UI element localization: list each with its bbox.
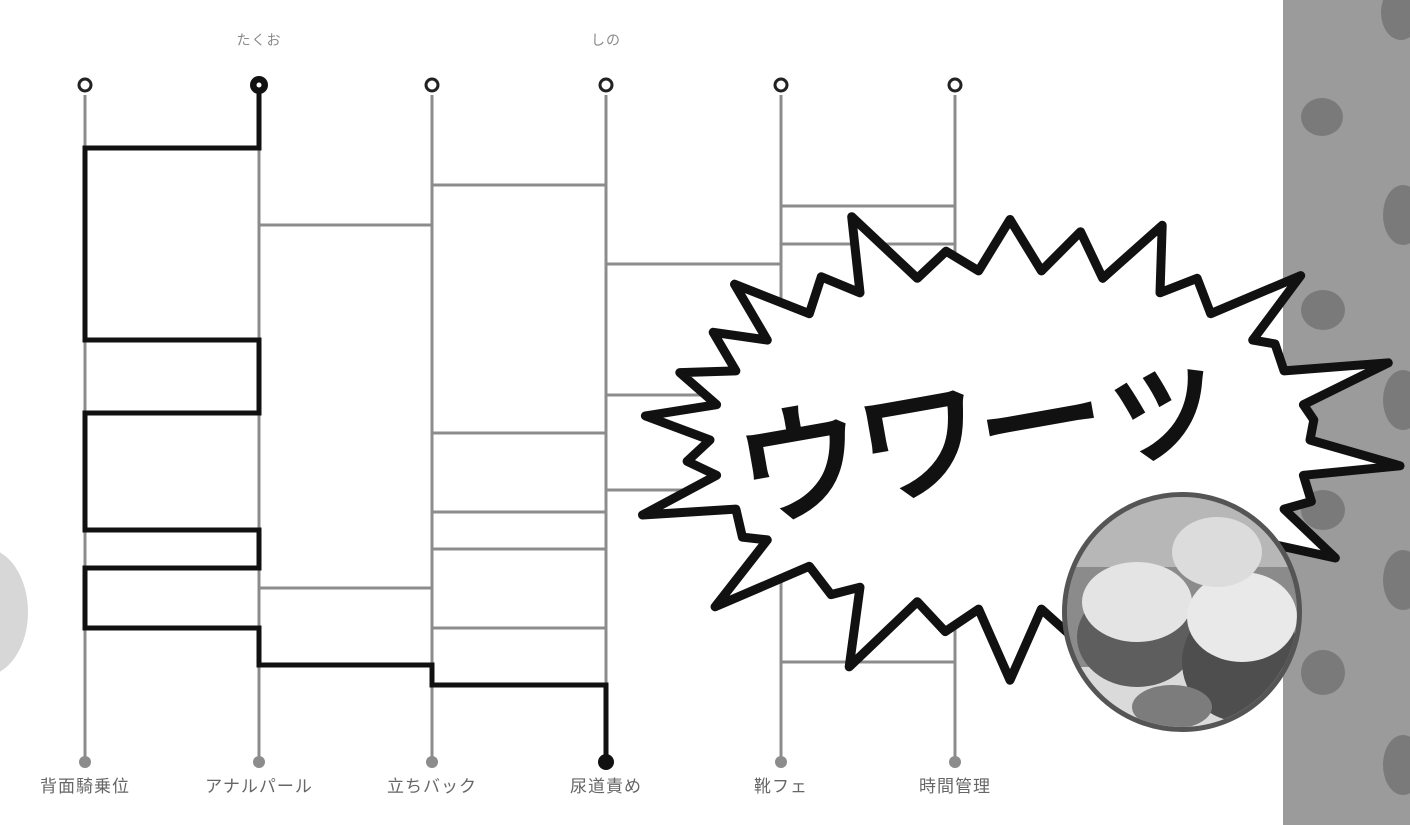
food-photo <box>1062 492 1302 732</box>
